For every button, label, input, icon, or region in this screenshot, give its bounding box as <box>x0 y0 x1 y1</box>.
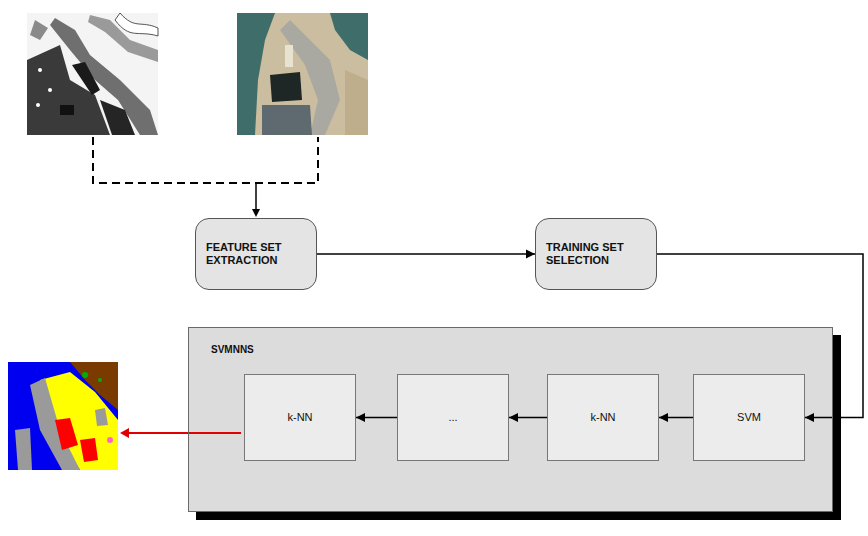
arrow-head <box>356 413 365 422</box>
arrow-head <box>509 413 518 422</box>
input-arrow <box>255 183 257 210</box>
panel-heading: SVMNNS <box>211 344 254 355</box>
group-panel: SVMNNS k-NN... k-NN SVM <box>188 327 833 512</box>
arrow-head <box>120 428 129 438</box>
grayscale-image <box>27 13 158 135</box>
box-label: k-NN <box>590 411 615 424</box>
classified-map <box>8 362 118 470</box>
connector <box>509 413 547 422</box>
stage-box: k-NN <box>547 374 659 461</box>
panel-fill <box>188 327 833 512</box>
box-label: FEATURE SET EXTRACTION <box>206 241 306 267</box>
connector <box>317 250 535 259</box>
box-label: k-NN <box>287 411 312 424</box>
arrow-head <box>252 209 260 217</box>
process-box: TRAINING SET SELECTION <box>535 218 657 290</box>
stage-box: ... <box>397 374 509 461</box>
stage-box: k-NN <box>244 374 356 461</box>
dashed-line <box>93 137 318 183</box>
connector <box>356 413 397 422</box>
connector-line <box>317 253 535 255</box>
connector <box>659 413 693 422</box>
box-label: ... <box>448 411 457 424</box>
arrow-head <box>526 250 535 259</box>
arrow-head <box>805 413 814 422</box>
arrow-head <box>659 413 668 422</box>
box-label: SVM <box>737 411 761 424</box>
box-label: TRAINING SET SELECTION <box>546 241 646 267</box>
output-arrow <box>128 432 241 434</box>
color-image <box>237 13 368 135</box>
process-box: FEATURE SET EXTRACTION <box>195 218 317 290</box>
stage-box: SVM <box>693 374 805 461</box>
